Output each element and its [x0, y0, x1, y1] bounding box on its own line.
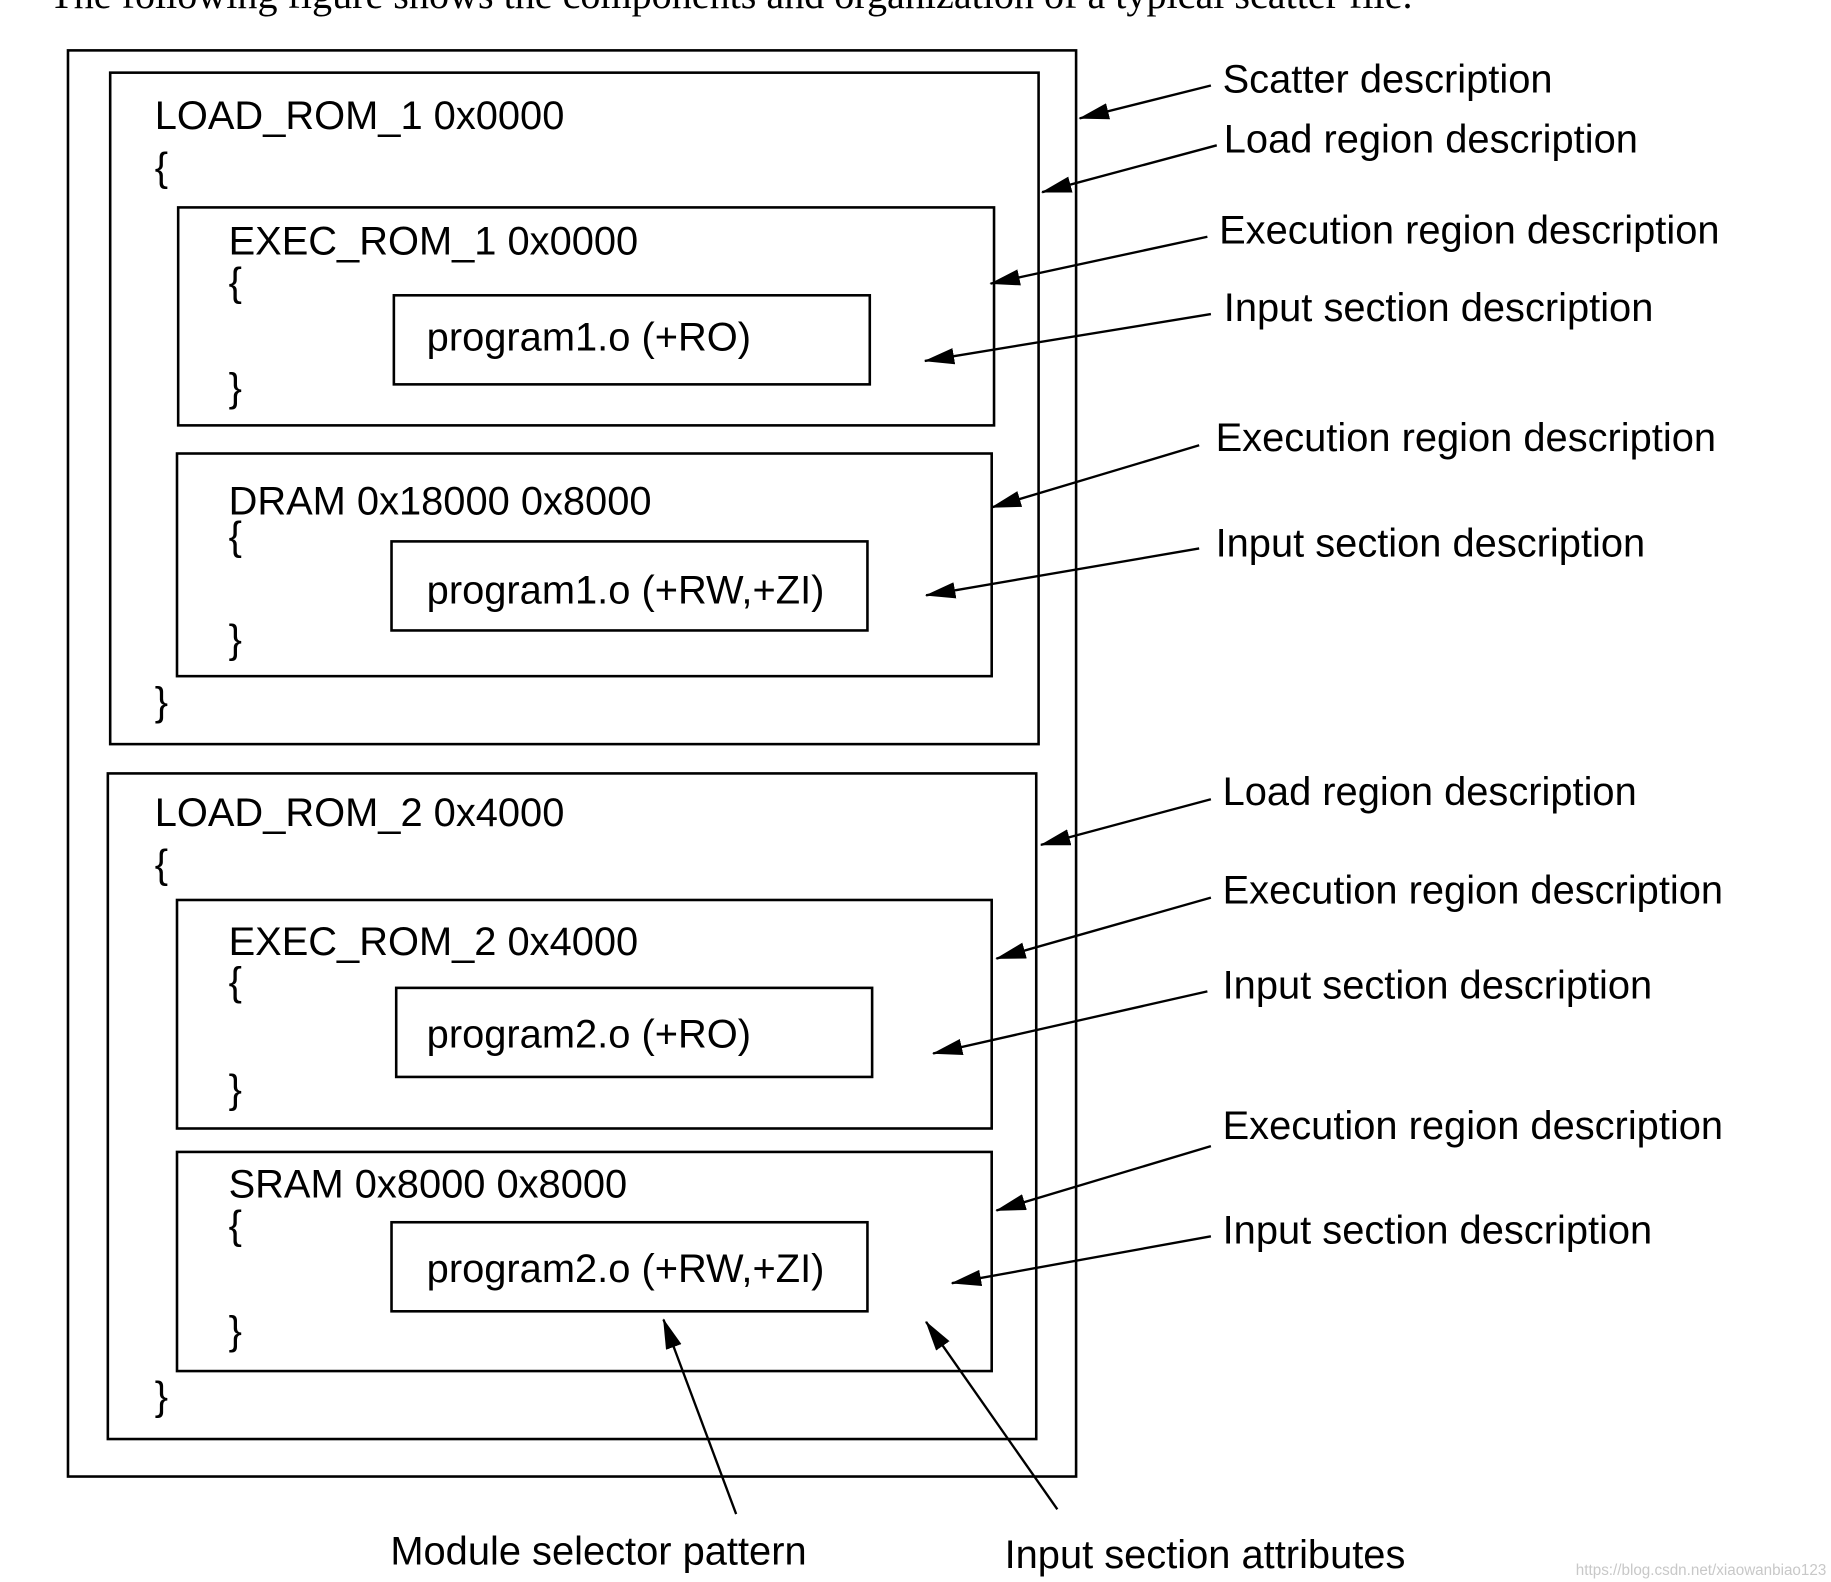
input-section-box — [390, 1220, 869, 1313]
callout-scatter-description: Scatter description — [1223, 58, 1553, 102]
callout-input-section-attributes: Input section attributes — [1005, 1533, 1406, 1577]
load-region-close-brace: } — [155, 1375, 168, 1419]
callout-arrow — [1078, 84, 1212, 120]
callout-arrow — [925, 1320, 1059, 1511]
callout-execution-region-description: Execution region description — [1223, 869, 1723, 913]
load-region-box — [106, 772, 1038, 1441]
execution-region-box — [176, 206, 996, 427]
execution-region-label: DRAM 0x18000 0x8000 — [229, 479, 652, 523]
callout-arrow — [931, 990, 1208, 1056]
execution-region-close-brace: } — [229, 366, 242, 410]
input-section-text: program2.o (+RO) — [427, 1013, 751, 1057]
load-region-label: LOAD_ROM_1 0x0000 — [155, 94, 565, 138]
execution-region-close-brace: } — [229, 1068, 242, 1112]
callout-load-region-description: Load region description — [1224, 117, 1638, 161]
callout-arrow — [990, 444, 1200, 509]
right-callouts: Scatter description Load region descript… — [923, 58, 1723, 1287]
input-section-text: program1.o (+RW,+ZI) — [427, 569, 825, 613]
load-region-2: LOAD_ROM_2 0x4000 { EXEC_ROM_2 0x4000 { … — [106, 772, 1038, 1441]
callout-input-section-description: Input section description — [1223, 1208, 1653, 1252]
execution-region-open-brace: { — [229, 960, 242, 1004]
input-section-box — [392, 294, 872, 386]
input-section-box — [394, 986, 874, 1079]
execution-region-sram: SRAM 0x8000 0x8000 { program2.o (+RW,+ZI… — [175, 1150, 993, 1373]
execution-region-label: SRAM 0x8000 0x8000 — [229, 1163, 628, 1207]
load-region-open-brace: { — [155, 843, 168, 887]
callout-execution-region-description: Execution region description — [1223, 1104, 1723, 1148]
execution-region-box — [175, 1150, 993, 1373]
callout-input-section-description: Input section description — [1223, 963, 1653, 1007]
callout-arrow — [923, 312, 1212, 365]
input-section-box — [390, 540, 869, 632]
callout-arrow — [1039, 798, 1212, 847]
callout-arrow — [1040, 144, 1218, 194]
scatter-description-box — [66, 49, 1078, 1478]
callout-input-section-description: Input section description — [1216, 522, 1646, 566]
execution-region-label: EXEC_ROM_2 0x4000 — [229, 920, 639, 964]
callout-arrow — [995, 896, 1212, 960]
input-section-text: program1.o (+RO) — [427, 315, 751, 359]
execution-region-open-brace: { — [229, 1204, 242, 1248]
execution-region-dram: DRAM 0x18000 0x8000 { program1.o (+RW,+Z… — [175, 452, 993, 678]
load-region-1: LOAD_ROM_1 0x0000 { EXEC_ROM_1 0x0000 { … — [108, 71, 1040, 746]
execution-region-open-brace: { — [229, 515, 242, 559]
load-region-label: LOAD_ROM_2 0x4000 — [155, 791, 565, 835]
execution-region-label: EXEC_ROM_1 0x0000 — [229, 219, 639, 263]
input-section-text: program2.o (+RW,+ZI) — [427, 1247, 825, 1291]
load-region-open-brace: { — [155, 145, 168, 189]
execution-region-close-brace: } — [229, 618, 242, 662]
load-region-box — [108, 71, 1040, 746]
execution-region-box — [175, 452, 993, 678]
callout-arrow — [950, 1235, 1212, 1287]
bottom-callouts: Module selector pattern Input section at… — [390, 1318, 1406, 1577]
execution-region-close-brace: } — [229, 1309, 242, 1353]
load-region-close-brace: } — [155, 680, 168, 724]
execution-region-exec-rom-1: EXEC_ROM_1 0x0000 { program1.o (+RO) } — [176, 206, 996, 427]
execution-region-exec-rom-2: EXEC_ROM_2 0x4000 { program2.o (+RO) } — [175, 898, 993, 1130]
callout-arrow — [995, 1144, 1212, 1212]
execution-region-box — [175, 898, 993, 1130]
blog-watermark: https://blog.csdn.net/xiaowanbiao123 — [1576, 1562, 1826, 1579]
callout-arrow — [662, 1318, 738, 1515]
callout-arrow — [989, 235, 1208, 286]
callout-arrow — [924, 547, 1200, 599]
callout-input-section-description: Input section description — [1224, 286, 1654, 330]
callout-module-selector-pattern: Module selector pattern — [390, 1529, 806, 1573]
intro-sentence: The following figure shows the component… — [49, 0, 1412, 17]
execution-region-open-brace: { — [229, 260, 242, 304]
callout-load-region-description: Load region description — [1223, 770, 1637, 814]
callout-execution-region-description: Execution region description — [1216, 416, 1716, 460]
callout-execution-region-description: Execution region description — [1219, 209, 1719, 253]
